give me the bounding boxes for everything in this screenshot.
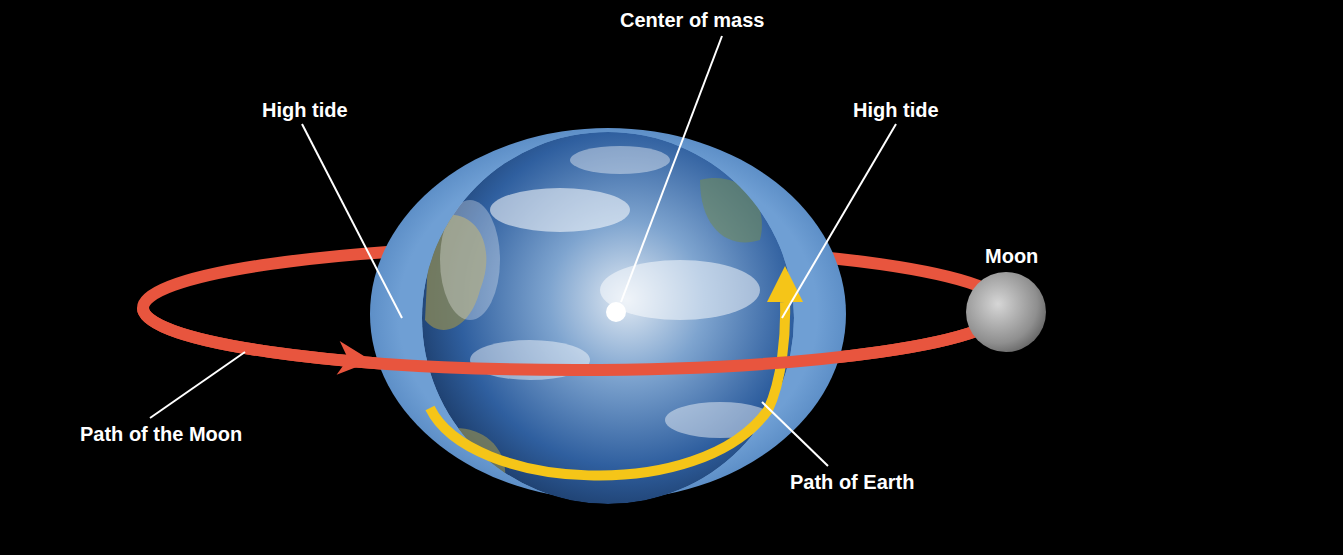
center-of-mass-dot (606, 302, 626, 322)
leader-lines (150, 36, 896, 466)
earth-path-label: Path of Earth (790, 470, 914, 494)
moon-label: Moon (985, 244, 1038, 268)
earth-path-arrowhead (767, 266, 803, 302)
high-tide-label: High tide (853, 98, 939, 122)
moon-body (966, 272, 1046, 352)
earth-path-arrow (430, 302, 785, 476)
moon-orbit-arrowhead (337, 341, 374, 378)
high-tide-label: High tide (262, 98, 348, 122)
moon-orbit-front (143, 308, 1007, 370)
center-of-mass-label: Center of mass (620, 8, 765, 32)
earth-globe (422, 132, 794, 510)
moon-path-label: Path of the Moon (80, 422, 242, 446)
